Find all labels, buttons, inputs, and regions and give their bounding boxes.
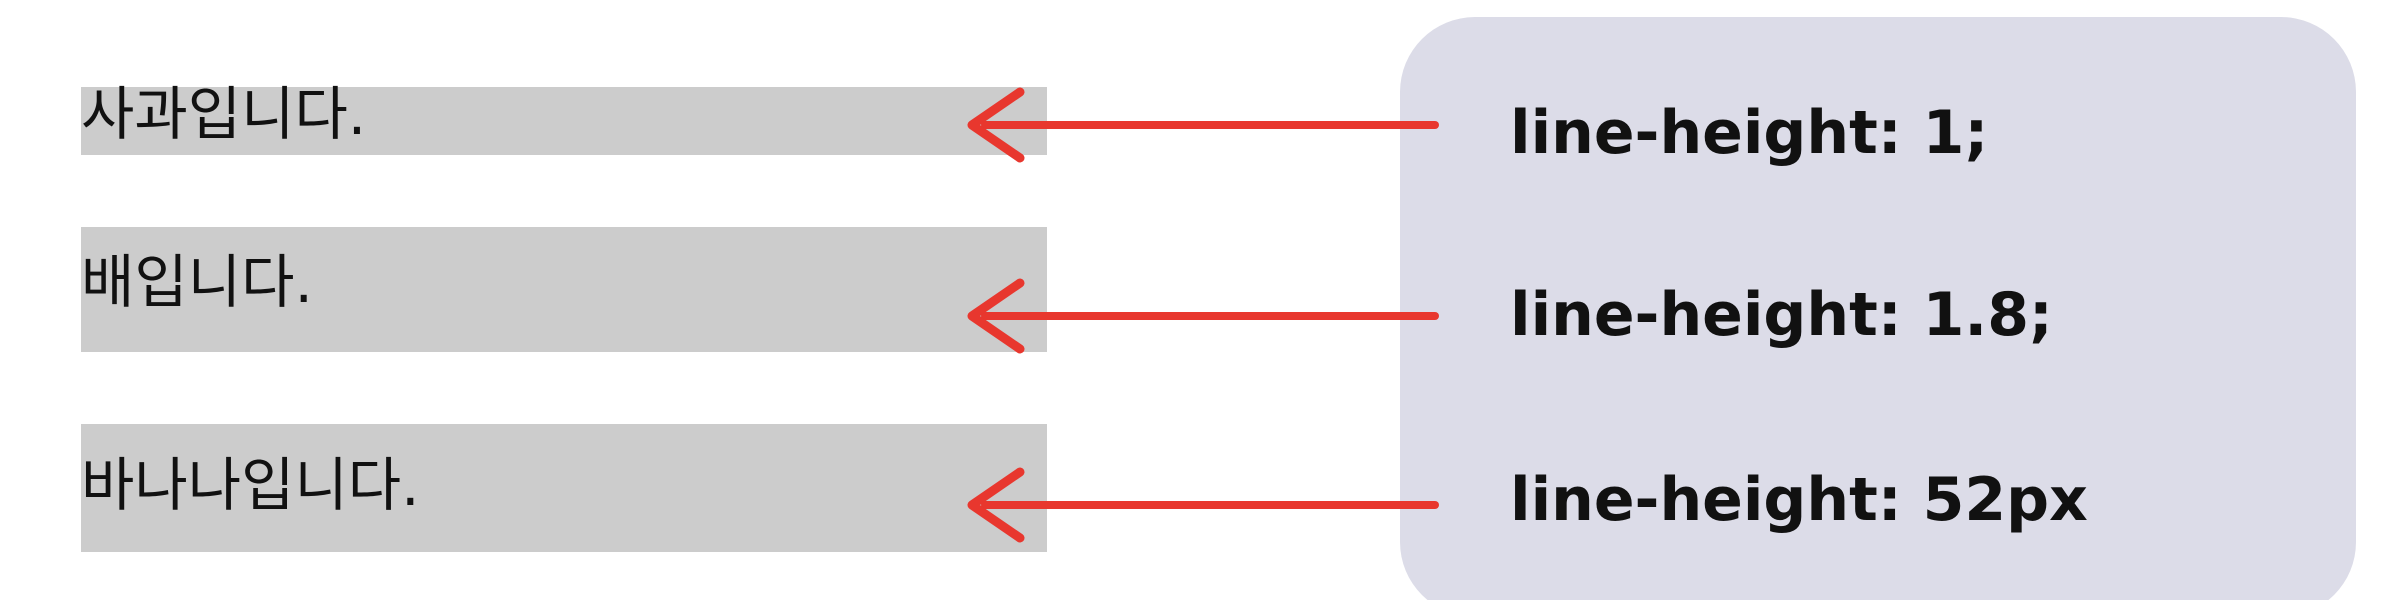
sample-box-pear: 배입니다. — [81, 227, 1047, 352]
sample-text-pear: 배입니다. — [81, 248, 313, 316]
sample-box-banana: 바나나입니다. — [81, 424, 1047, 552]
code-panel — [1400, 17, 2356, 600]
sample-box-apple: 사과입니다. — [81, 80, 1047, 155]
rule-line-height-1: line-height: 1; — [1510, 98, 1989, 168]
sample-text-banana: 바나나입니다. — [81, 451, 420, 519]
rule-line-height-52px: line-height: 52px — [1510, 465, 2088, 535]
rule-line-height-1-8: line-height: 1.8; — [1510, 280, 2053, 350]
sample-text-apple: 사과입니다. — [81, 80, 367, 148]
